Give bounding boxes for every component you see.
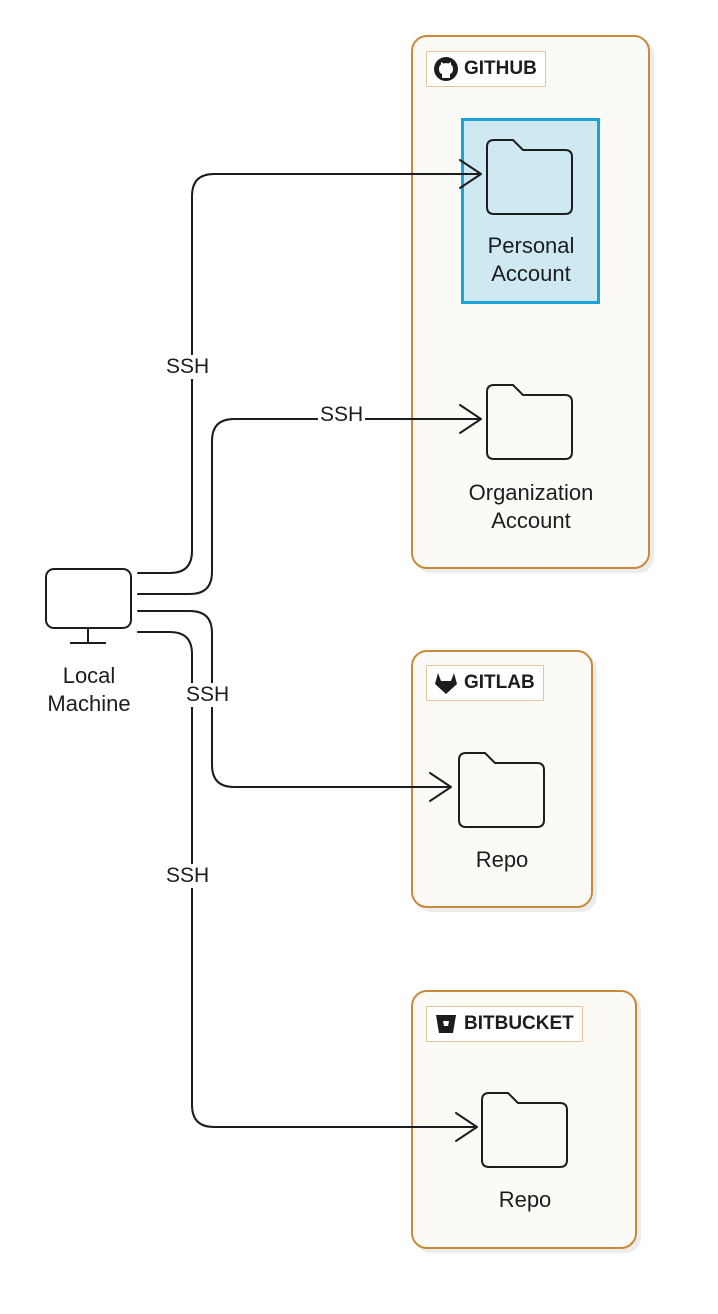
edge-label-to-bitbucket: SSH — [164, 864, 212, 888]
organization-account-label-line1: Organization — [468, 480, 594, 505]
personal-account-label-line2: Account — [491, 261, 571, 286]
gitlab-icon — [433, 670, 459, 696]
edge-to-organization-line — [137, 418, 481, 595]
bitbucket-repo-label: Repo — [498, 1187, 552, 1212]
gitlab-repo-folder-icon — [458, 752, 545, 828]
local-machine-label: Local Machine — [30, 662, 148, 718]
bitbucket-icon — [433, 1011, 459, 1037]
github-badge: GITHUB — [426, 51, 546, 87]
edge-label-to-personal: SSH — [164, 355, 212, 379]
personal-account-label-line1: Personal — [487, 233, 575, 258]
local-machine-label-line1: Local — [62, 663, 116, 688]
personal-folder-icon — [486, 139, 573, 215]
github-label: GITHUB — [464, 58, 537, 79]
gitlab-label: GITLAB — [464, 672, 535, 693]
organization-folder-icon — [486, 384, 573, 460]
gitlab-repo-label: Repo — [475, 847, 529, 872]
organization-account-label-line2: Account — [491, 508, 571, 533]
bitbucket-badge: BITBUCKET — [426, 1006, 583, 1042]
edge-label-to-organization: SSH — [318, 403, 366, 427]
edge-to-organization-arrow — [459, 404, 482, 434]
bitbucket-label: BITBUCKET — [464, 1013, 574, 1034]
edge-to-personal-arrow — [459, 159, 482, 189]
bitbucket-repo-folder-icon — [481, 1092, 568, 1168]
monitor-icon — [45, 568, 132, 644]
edge-to-bitbucket-arrow — [455, 1112, 478, 1142]
edge-label-to-gitlab: SSH — [184, 683, 232, 707]
local-machine-label-line2: Machine — [47, 691, 131, 716]
gitlab-badge: GITLAB — [426, 665, 544, 701]
edge-to-gitlab-arrow — [429, 772, 452, 802]
organization-account-label: Organization Account — [446, 479, 616, 535]
personal-account-label: Personal Account — [462, 232, 600, 288]
github-icon — [433, 56, 459, 82]
